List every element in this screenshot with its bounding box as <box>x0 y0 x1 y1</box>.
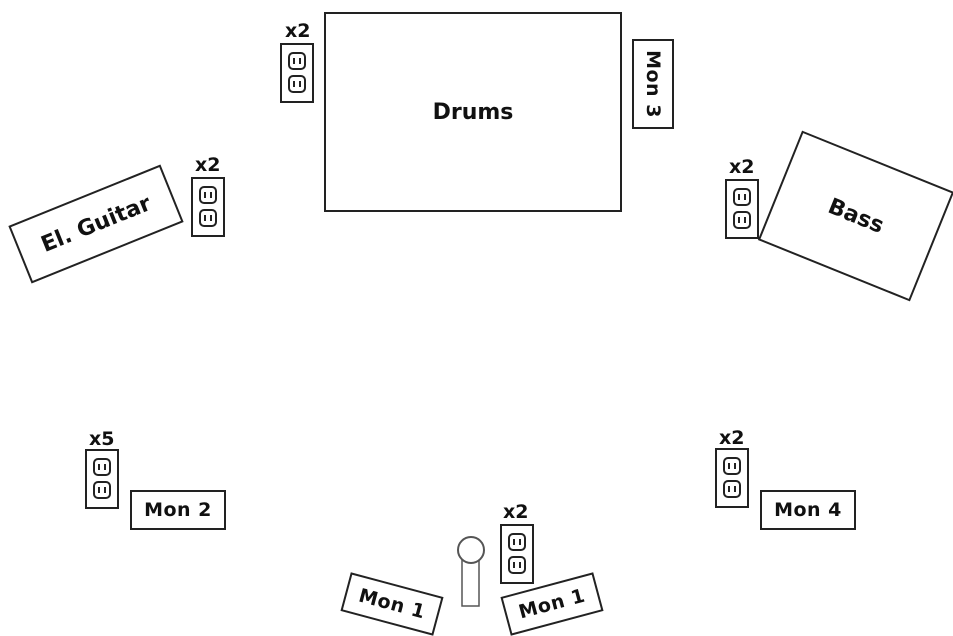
power-outlet-icon <box>280 43 314 103</box>
drums-box: Drums <box>324 12 622 212</box>
monitor-4-label: Mon 4 <box>774 499 842 521</box>
outlet-count-vocal: x2 <box>503 501 529 523</box>
bass-label: Bass <box>824 193 888 239</box>
monitor-1-right-label: Mon 1 <box>516 584 588 624</box>
monitor-3: Mon 3 <box>632 39 674 129</box>
power-outlet-icon <box>725 179 759 239</box>
monitor-1-left-label: Mon 1 <box>356 584 428 624</box>
guitar-box: El. Guitar <box>8 164 184 284</box>
outlet-count-bass: x2 <box>729 156 755 178</box>
monitor-3-label: Mon 3 <box>642 50 665 118</box>
guitar-label: El. Guitar <box>37 190 155 258</box>
outlet-count-left: x5 <box>89 428 115 450</box>
power-outlet-icon <box>500 524 534 584</box>
outlet-count-right: x2 <box>719 427 745 449</box>
drums-label: Drums <box>432 99 514 125</box>
monitor-1-left: Mon 1 <box>340 572 444 636</box>
monitor-2-label: Mon 2 <box>144 499 212 521</box>
monitor-4: Mon 4 <box>760 490 856 530</box>
monitor-2: Mon 2 <box>130 490 226 530</box>
outlet-count-guitar: x2 <box>195 154 221 176</box>
bass-box: Bass <box>757 130 953 302</box>
power-outlet-icon <box>191 177 225 237</box>
power-outlet-icon <box>715 448 749 508</box>
outlet-count-drums: x2 <box>285 20 311 42</box>
microphone-icon <box>452 530 492 610</box>
power-outlet-icon <box>85 449 119 509</box>
